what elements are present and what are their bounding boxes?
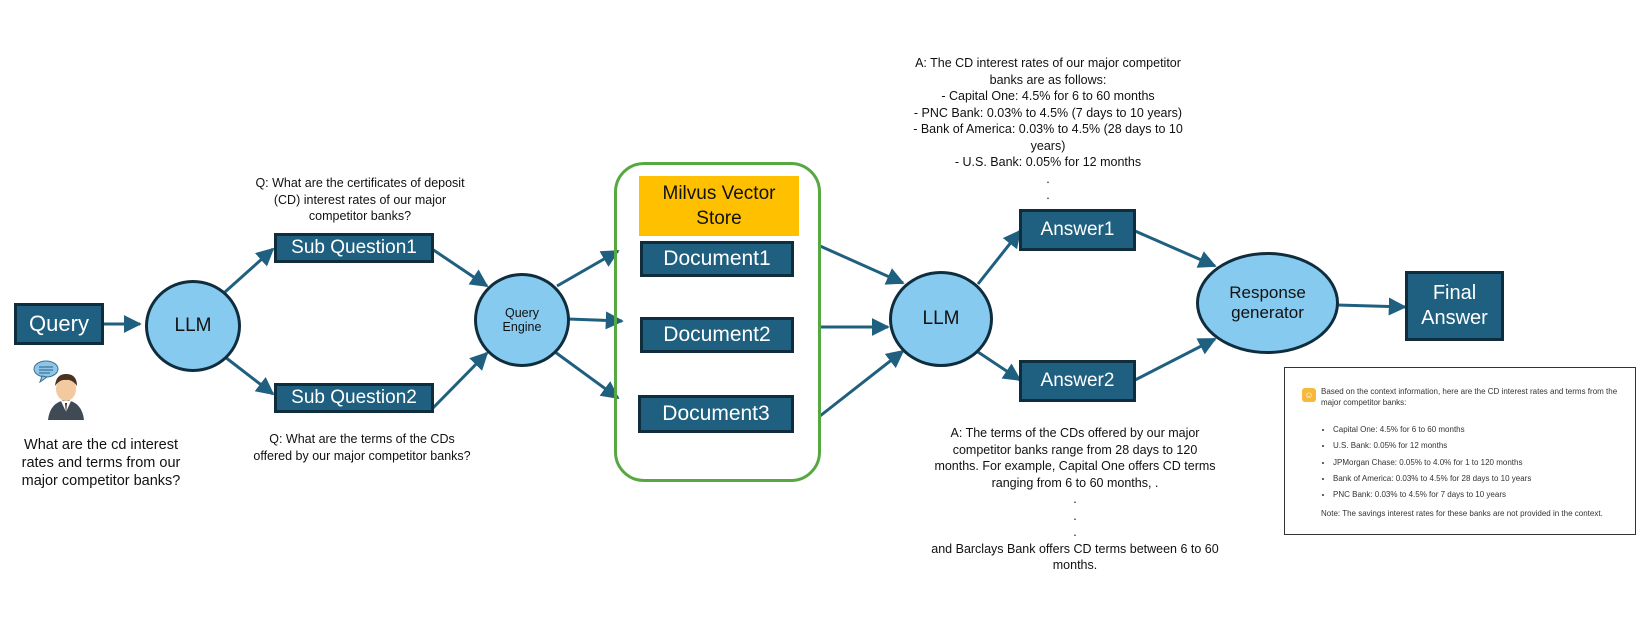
arrow-llm-subq1: [223, 247, 275, 294]
card-note: Note: The savings interest rates for the…: [1321, 509, 1603, 518]
query-engine-node[interactable]: Query Engine: [474, 273, 570, 367]
user-question-text: What are the cd interest rates and terms…: [21, 437, 181, 489]
milvus-vector-store: [614, 162, 821, 482]
arrow-answer2-response: [1134, 337, 1217, 382]
arrow-llm2-answer1: [976, 229, 1022, 285]
sub-question-1-text: Q: What are the certificates of deposit …: [255, 176, 465, 223]
document-2-node[interactable]: Document2: [640, 317, 794, 353]
arrow-engine-doc1: [556, 249, 620, 288]
arrow-store-llm2-c: [819, 349, 905, 418]
card-intro: Based on the context information, here a…: [1321, 387, 1618, 407]
arrow-engine-doc3: [554, 350, 620, 400]
arrow-llm2-answer2: [977, 350, 1022, 382]
person-with-speech-bubble-icon: [33, 360, 84, 420]
llm-node-2[interactable]: LLM: [889, 271, 993, 367]
card-list: Capital One: 4.5% for 6 to 60 months U.S…: [1319, 422, 1531, 503]
arrow-store-llm2-a: [819, 244, 905, 285]
answer-2-node[interactable]: Answer2: [1019, 360, 1136, 402]
arrow-engine-doc2: [567, 311, 624, 330]
arrow-response-final: [1336, 297, 1407, 316]
query-node[interactable]: Query: [14, 303, 104, 345]
answer-2-text: A: The terms of the CDs offered by our m…: [931, 426, 1219, 572]
store-title: Milvus Vector Store: [639, 176, 799, 236]
llm-node-1[interactable]: LLM: [145, 280, 241, 372]
final-answer-node[interactable]: Final Answer: [1405, 271, 1504, 341]
list-item: U.S. Bank: 0.05% for 12 months: [1333, 438, 1531, 454]
document-1-node[interactable]: Document1: [640, 241, 794, 277]
final-answer-card: ☺ Based on the context information, here…: [1284, 367, 1636, 535]
response-generator-node[interactable]: Response generator: [1196, 252, 1339, 354]
list-item: Bank of America: 0.03% to 4.5% for 28 da…: [1333, 471, 1531, 487]
arrow-subq2-engine: [430, 351, 489, 411]
arrow-subq1-engine: [431, 247, 489, 288]
document-3-node[interactable]: Document3: [638, 395, 794, 433]
list-item: JPMorgan Chase: 0.05% to 4.0% for 1 to 1…: [1333, 455, 1531, 471]
arrow-answer1-response: [1134, 229, 1217, 268]
list-item: PNC Bank: 0.03% to 4.5% for 7 days to 10…: [1333, 487, 1531, 503]
list-item: Capital One: 4.5% for 6 to 60 months: [1333, 422, 1531, 438]
sub-question-2-text: Q: What are the terms of the CDs offered…: [253, 432, 471, 463]
answer-1-text: A: The CD interest rates of our major co…: [913, 56, 1183, 202]
answer-1-node[interactable]: Answer1: [1019, 209, 1136, 251]
assistant-icon: ☺: [1302, 388, 1316, 402]
sub-question-2-node[interactable]: Sub Question2: [274, 383, 434, 413]
sub-question-1-node[interactable]: Sub Question1: [274, 233, 434, 263]
arrow-llm-subq2: [224, 355, 275, 396]
